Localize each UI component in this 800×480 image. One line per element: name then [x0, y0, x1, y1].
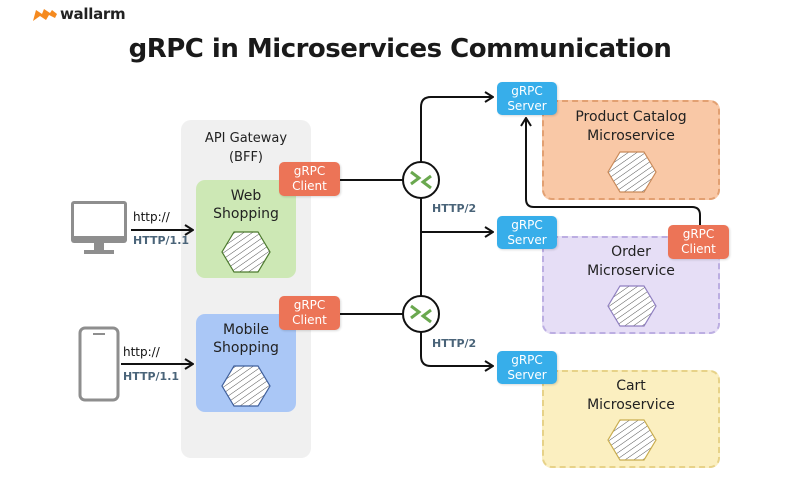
order-grpc-server-tag: gRPC Server [497, 216, 557, 249]
web-shopping-service: Web Shopping [196, 180, 296, 278]
cart-hexagon-icon [607, 419, 657, 461]
router-icon [402, 161, 440, 199]
order-grpc-client-tag: gRPC Client [668, 225, 729, 259]
order-hexagon-icon [607, 285, 657, 327]
tag-line: gRPC [511, 84, 543, 98]
tag-line: Server [507, 99, 547, 113]
router-2-protocol-label: HTTP/2 [432, 337, 477, 350]
desktop-protocol-label: HTTP/1.1 [133, 234, 190, 247]
tag-line: Client [292, 313, 327, 327]
api-gateway-subtitle: (BFF) [228, 150, 264, 165]
product-catalog-microservice: Product Catalog Microservice [542, 100, 720, 200]
wallarm-logo-icon [33, 9, 57, 21]
order-to-catalog-arrow [526, 118, 701, 225]
mobile-service-hexagon-icon [221, 365, 271, 407]
web-service-hexagon-icon [221, 231, 271, 273]
product-catalog-label-1: Product Catalog [575, 109, 687, 125]
mobile-phone-icon [78, 326, 120, 402]
desktop-monitor-icon [71, 201, 127, 254]
web-shopping-label-2: Shopping [213, 206, 279, 222]
api-gateway-title: API Gateway [204, 131, 288, 146]
phone-protocol-label: HTTP/1.1 [123, 370, 180, 383]
tag-line: Server [507, 368, 547, 382]
to-cart-server-arrow [420, 332, 493, 366]
mobile-shopping-label-2: Shopping [213, 340, 279, 356]
cart-microservice: Cart Microservice [542, 370, 720, 468]
router-icon [402, 295, 440, 333]
tag-line: Server [507, 233, 547, 247]
order-label-1: Order [611, 244, 651, 260]
tag-line: gRPC [293, 298, 326, 312]
web-shopping-label-1: Web [230, 188, 262, 204]
catalog-hexagon-icon [607, 151, 657, 193]
product-catalog-label-2: Microservice [587, 128, 675, 144]
order-label-2: Microservice [587, 263, 675, 279]
tag-line: Client [681, 242, 716, 256]
page-title: gRPC in Microservices Communication [128, 34, 672, 64]
mobile-grpc-client-tag: gRPC Client [279, 296, 340, 330]
tag-line: gRPC [293, 164, 326, 178]
wallarm-logo: wallarm [60, 5, 126, 23]
api-gateway-label: API Gateway (BFF) [181, 129, 311, 167]
tag-line: Client [292, 179, 327, 193]
phone-link-label: http:// [123, 345, 160, 359]
tag-line: gRPC [511, 353, 543, 367]
cart-label-2: Microservice [587, 397, 675, 413]
cart-grpc-server-tag: gRPC Server [497, 351, 557, 384]
tag-line: gRPC [682, 227, 715, 241]
cart-label-1: Cart [616, 378, 646, 394]
catalog-grpc-server-tag: gRPC Server [497, 82, 557, 115]
tag-line: gRPC [511, 218, 543, 232]
desktop-link-label: http:// [133, 210, 170, 224]
mobile-shopping-label-1: Mobile [223, 322, 269, 338]
backbone-line [420, 97, 493, 162]
router-1-protocol-label: HTTP/2 [432, 202, 477, 215]
web-grpc-client-tag: gRPC Client [279, 162, 340, 196]
